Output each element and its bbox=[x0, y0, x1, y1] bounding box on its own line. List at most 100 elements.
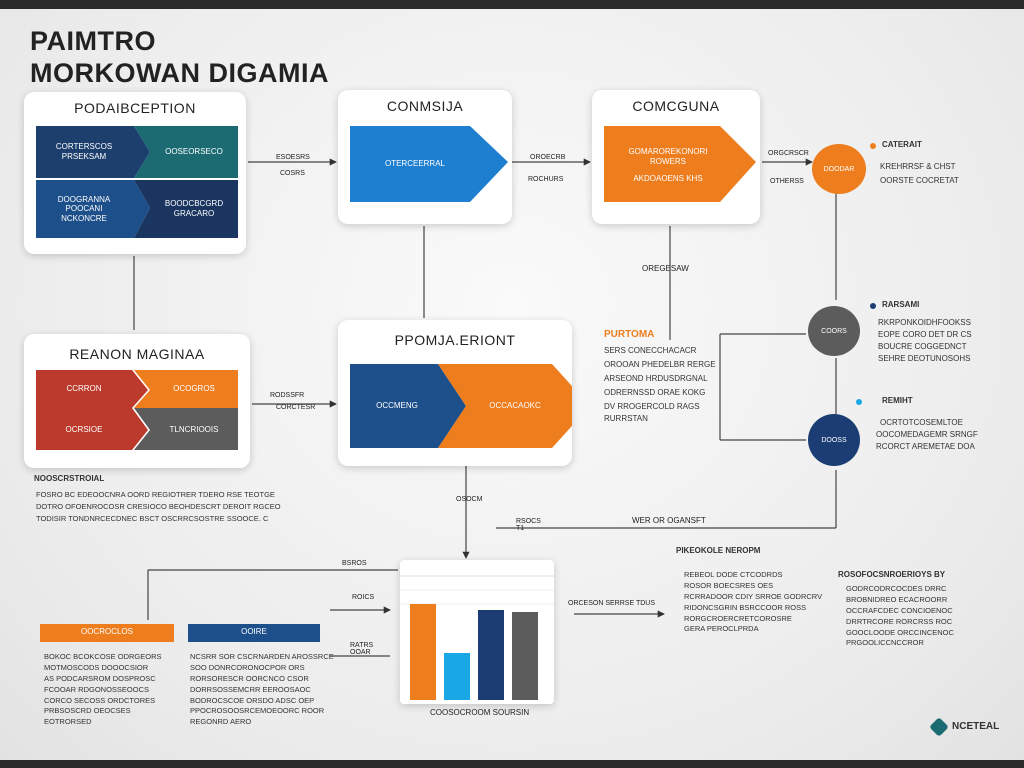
arrow-label-b: AKDOAOENS KHS bbox=[633, 174, 703, 184]
connector-label: ROCHURS bbox=[528, 176, 564, 183]
tile-a-label: CORTERSCOS PRSEKSAM bbox=[55, 142, 113, 161]
notes-head: PURTOMA bbox=[604, 329, 655, 340]
card-title: REANON MAGINAA bbox=[69, 346, 205, 362]
card-conmsija: CONMSIJA OTERCEERRAL bbox=[338, 90, 512, 224]
connector-label: OROECRB bbox=[530, 154, 566, 161]
text-block-d: GODRCODRCOCDES DRRC BROBNIDREO ECACROORR… bbox=[846, 584, 954, 649]
chart-bar bbox=[410, 604, 436, 700]
card-tiles bbox=[36, 126, 238, 238]
connector-label: BSROS bbox=[342, 560, 367, 567]
bottom-right-head: PIKEOKOLE NEROPM bbox=[676, 546, 761, 555]
legend-head: CATERAIT bbox=[882, 140, 922, 149]
page-title-line2: MORKOWAN DIGAMIA bbox=[30, 58, 329, 88]
card-arrow bbox=[604, 126, 756, 202]
connector-label: COSRS bbox=[280, 170, 305, 177]
connector-label: RSOCS T1 bbox=[516, 518, 541, 532]
connector-label: ORCESON SERRSE TDUS bbox=[568, 600, 655, 607]
text-line: REGONRD AERO bbox=[190, 717, 252, 727]
notes-left-head: NOOSCRSTROIAL bbox=[34, 474, 105, 483]
card-comcguna: COMCGUNA GOMAROREKONORI ROWERS AKDOAOENS… bbox=[592, 90, 760, 224]
tile-b bbox=[134, 126, 238, 178]
text-line: OCCRAFCDEC CONCIOENOC bbox=[846, 605, 953, 615]
text-line: PPOCROSOOSRCEMOEOORC ROOR bbox=[190, 706, 325, 716]
notes-line: RURRSTAN bbox=[604, 414, 648, 423]
text-line: ROSOR BOECSRES OES bbox=[684, 580, 774, 590]
legend-line: OORSTE COCRETAT bbox=[880, 176, 959, 185]
legend-line: RKRPONKOIDHFOOKSS bbox=[878, 318, 971, 327]
card-title: PODAIBCEPTION bbox=[74, 100, 196, 116]
notes-left-line: FOSRO BC EDEOOCNRA OORD REGIOTRER TDERO … bbox=[36, 490, 275, 499]
notes-left-line: TODISIR TONDNRCECDNEC BSCT OSCRRCSOSTRE … bbox=[36, 514, 269, 523]
notes-line: ARSEOND HRDUSDRGNAL bbox=[604, 374, 708, 383]
text-line: DORRSOSSEMCRR EEROOSAOC bbox=[190, 684, 311, 694]
legend-dot-cyan bbox=[856, 399, 862, 405]
tile-a bbox=[36, 126, 150, 178]
tile-2: OCOGROS bbox=[173, 384, 215, 394]
chart-bar bbox=[444, 653, 470, 700]
text-line: MOTMOSCODS DOOOCSIOR bbox=[44, 662, 149, 672]
card-arrows bbox=[350, 364, 572, 448]
text-line: DRRTRCORE RORCRSS ROC bbox=[846, 616, 953, 626]
legend-line: BOUCRE COGGEDNCT bbox=[878, 342, 967, 351]
tile-c-label: DOOGRANNA POOCANI NCKONCRE bbox=[57, 194, 111, 223]
page-title-line1: PAIMTRO bbox=[30, 26, 156, 56]
tile-4: TLNCRIOOIS bbox=[169, 425, 219, 435]
card-title: PPOMJA.ERIONT bbox=[394, 332, 516, 348]
card-reanon-maginaa: REANON MAGINAA CCRRON OCOGROS OCRSIOE TL… bbox=[24, 334, 250, 468]
text-line: SOO DONRCORONOCPOR ORS bbox=[190, 662, 305, 672]
card-arrow bbox=[350, 126, 508, 202]
connector-label: CORCTESR bbox=[276, 404, 316, 411]
connector-label: ORGCRSCR bbox=[768, 150, 809, 157]
text-line: RIDONCSGRIN BSRCCOOR ROSS bbox=[684, 602, 807, 612]
legend-line: SEHRE DEOTUNOSOHS bbox=[878, 354, 971, 363]
notes-line: ODRERNSSD ORAE KOKG bbox=[604, 388, 706, 397]
legend-dot-orange bbox=[870, 143, 876, 149]
tile-d bbox=[134, 180, 238, 238]
text-line: RORSORESCR OORCNCO CSOR bbox=[190, 673, 309, 683]
arrow-label-a: GOMAROREKONORI ROWERS bbox=[628, 147, 708, 166]
notes-line: DV RROGERCOLD RAGS bbox=[604, 402, 700, 411]
connector-label: RODSSFR bbox=[270, 392, 305, 399]
text-line: BODROCSCOE ORSDO ADSC OEP bbox=[190, 695, 315, 705]
text-line: PRBSOSCRD OEOCSES bbox=[44, 706, 131, 716]
text-line: GODRCODRCOCDES DRRC bbox=[846, 584, 947, 593]
brand-name: NCETEAL bbox=[952, 721, 1000, 732]
notes-line: SERS CONECCHACACR bbox=[604, 346, 697, 355]
card-ppomja-eriont: PPOMJA.ERIONT OCCMENG OCCACAOKC bbox=[338, 320, 572, 466]
text-block-c: REBEOL DODE CTCODRDS ROSOR BOECSRES OES … bbox=[684, 570, 822, 635]
tile-d-label: BOODCBCGRD GRACARO bbox=[164, 199, 224, 218]
node-orange: DOODAR bbox=[812, 144, 866, 194]
text-line: GERA PEROCLPRDA bbox=[684, 624, 759, 634]
card-title: CONMSIJA bbox=[386, 98, 464, 114]
text-line: BROBNIDREO ECACROORR bbox=[846, 594, 948, 604]
arrow-left-label: OCCMENG bbox=[376, 401, 418, 411]
legend-dot-navy bbox=[870, 303, 876, 309]
connector-label: ESOESRS bbox=[276, 154, 310, 161]
tile-c bbox=[36, 180, 150, 238]
text-line: BOKOC BCOKCOSE ODRGEORS bbox=[44, 652, 162, 661]
notes-line: OROOAN PHEDELBR RERGE bbox=[604, 360, 716, 369]
text-line: PRGOOLICCNCCROR bbox=[846, 638, 924, 648]
connector-label: ROICS bbox=[352, 594, 375, 601]
card-podaibception: PODAIBCEPTION CORTERSCOS PRSEKSAM OOSEOR… bbox=[24, 92, 246, 254]
chart-card bbox=[400, 560, 554, 704]
arrow-label: OTERCEERRAL bbox=[384, 159, 445, 169]
text-line: GOOCLOODE ORCCINCENOC bbox=[846, 627, 954, 637]
node-navy: DOOSS bbox=[808, 414, 860, 466]
chart-title: COOSOCROOM SOURSIN bbox=[430, 708, 530, 717]
text-line: AS PODCARSROM DOSPROSC bbox=[44, 673, 156, 683]
connector-label: OREGESAW bbox=[642, 264, 689, 273]
text-block-b: NCSRR SOR CSCRNARDEN AROSSRCE SOO DONRCO… bbox=[190, 652, 334, 728]
text-line: NCSRR SOR CSCRNARDEN AROSSRCE bbox=[190, 652, 334, 661]
text-line: RCRRADOOR CDIY SRROE GODRCRV bbox=[684, 591, 823, 601]
section-bar-a: OOCROCLOS bbox=[40, 624, 174, 642]
legend-line: OOCOMEDAGEMR SRNGF bbox=[876, 430, 978, 439]
bottom-right-head2: ROSOFOCSNROERIOYS BY bbox=[838, 570, 946, 579]
node-gray: COORS bbox=[808, 306, 860, 356]
section-bar-b: OOIRE bbox=[188, 624, 320, 642]
tile-1: CCRRON bbox=[66, 384, 102, 394]
top-bar bbox=[0, 0, 1024, 9]
text-block-a: BOKOC BCOKCOSE ODRGEORS MOTMOSCODS DOOOC… bbox=[44, 652, 162, 728]
text-line: REBEOL DODE CTCODRDS bbox=[684, 570, 783, 579]
legend-line: RCORCT AREMETAE DOA bbox=[876, 442, 975, 451]
